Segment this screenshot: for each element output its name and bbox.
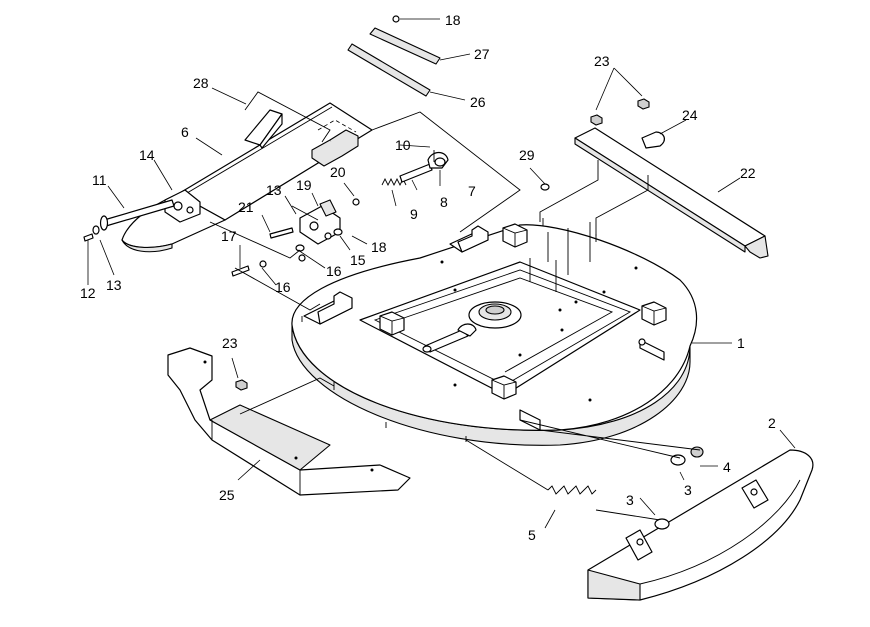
callout-1: 1: [737, 335, 745, 351]
callout-25: 25: [219, 487, 235, 503]
assembly-line: [371, 111, 521, 233]
callout-28: 28: [193, 75, 209, 91]
callout-14: 14: [139, 147, 155, 163]
callout-2: 2: [768, 415, 776, 431]
callout-16: 16: [275, 279, 291, 295]
callout-27: 27: [474, 46, 490, 62]
callout-15: 15: [350, 252, 366, 268]
bumper: [587, 449, 814, 601]
leader-lines: [87, 18, 796, 529]
callout-22: 22: [740, 165, 756, 181]
assembly-line: [239, 377, 335, 415]
callout-24: 24: [682, 107, 698, 123]
top-frame: [121, 102, 373, 253]
callout-10: 10: [395, 137, 411, 153]
base-bracket: [449, 183, 550, 253]
corner-block: [502, 223, 528, 248]
mount-bracket: [303, 291, 353, 325]
callout-19: 19: [296, 177, 312, 193]
corner-block: [491, 375, 517, 400]
callout-3: 3: [684, 482, 692, 498]
callout-4: 4: [723, 459, 731, 475]
callout-17: 17: [221, 228, 237, 244]
callout-6: 6: [181, 124, 189, 140]
callout-3: 3: [626, 492, 634, 508]
callout-11: 11: [92, 172, 107, 188]
callout-7: 7: [468, 183, 476, 199]
callout-18: 18: [445, 12, 461, 28]
assembly-line: [234, 267, 321, 311]
callout-20: 20: [330, 164, 346, 180]
callout-13: 13: [266, 182, 282, 198]
spring-linkage: [381, 150, 449, 187]
callout-13: 13: [106, 277, 122, 293]
corner-block: [641, 301, 667, 326]
callout-12: 12: [80, 285, 96, 301]
callout-5: 5: [528, 527, 536, 543]
assembly-line: [244, 91, 331, 143]
callout-9: 9: [410, 206, 418, 222]
pivot-pin-assembly: [83, 199, 175, 242]
callout-labels: 1 2 3 3 4 5 6 7 8 9 10 11 12 13 13 14 15…: [80, 12, 776, 543]
corner-block: [379, 311, 405, 336]
cross-bar: [539, 98, 769, 259]
front-guard: [167, 347, 411, 496]
callout-23: 23: [594, 53, 610, 69]
base-plate: [291, 218, 698, 446]
callout-29: 29: [519, 147, 535, 163]
callout-18: 18: [371, 239, 387, 255]
callout-16: 16: [326, 263, 342, 279]
callout-8: 8: [440, 194, 448, 210]
assembly-line: [209, 221, 301, 259]
tension-spring: [465, 419, 704, 530]
callout-21: 21: [238, 199, 254, 215]
wear-plates: [347, 15, 441, 97]
callout-26: 26: [470, 94, 486, 110]
callout-23: 23: [222, 335, 238, 351]
